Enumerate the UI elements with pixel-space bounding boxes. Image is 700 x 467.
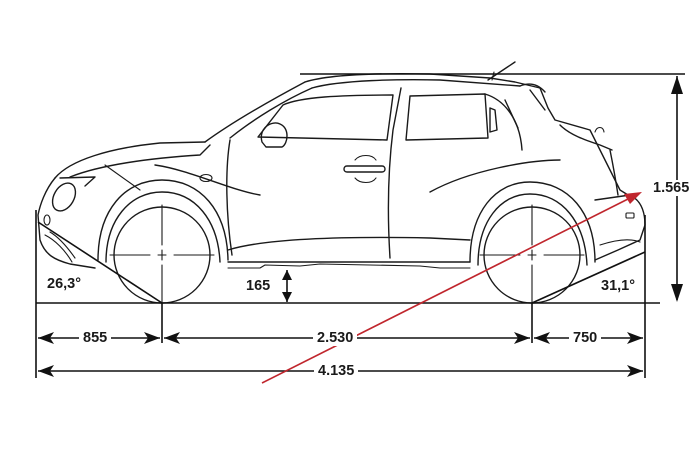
overall-height-label: 1.565 (649, 180, 694, 196)
rear-wheel (479, 204, 585, 306)
dimension-lines (35, 73, 685, 378)
front-wheel (109, 204, 215, 306)
rear-overhang-label: 750 (569, 330, 602, 346)
red-annotation-arrow (261, 192, 642, 384)
approach-angle-label: 26,3° (47, 276, 82, 292)
wheelbase-label: 2.530 (313, 330, 358, 346)
departure-angle-label: 31,1° (601, 278, 636, 294)
car-outline (37, 61, 646, 269)
front-overhang-label: 855 (79, 330, 112, 346)
ground-clearance-label: 165 (246, 278, 271, 294)
overall-length-label: 4.135 (314, 363, 359, 379)
